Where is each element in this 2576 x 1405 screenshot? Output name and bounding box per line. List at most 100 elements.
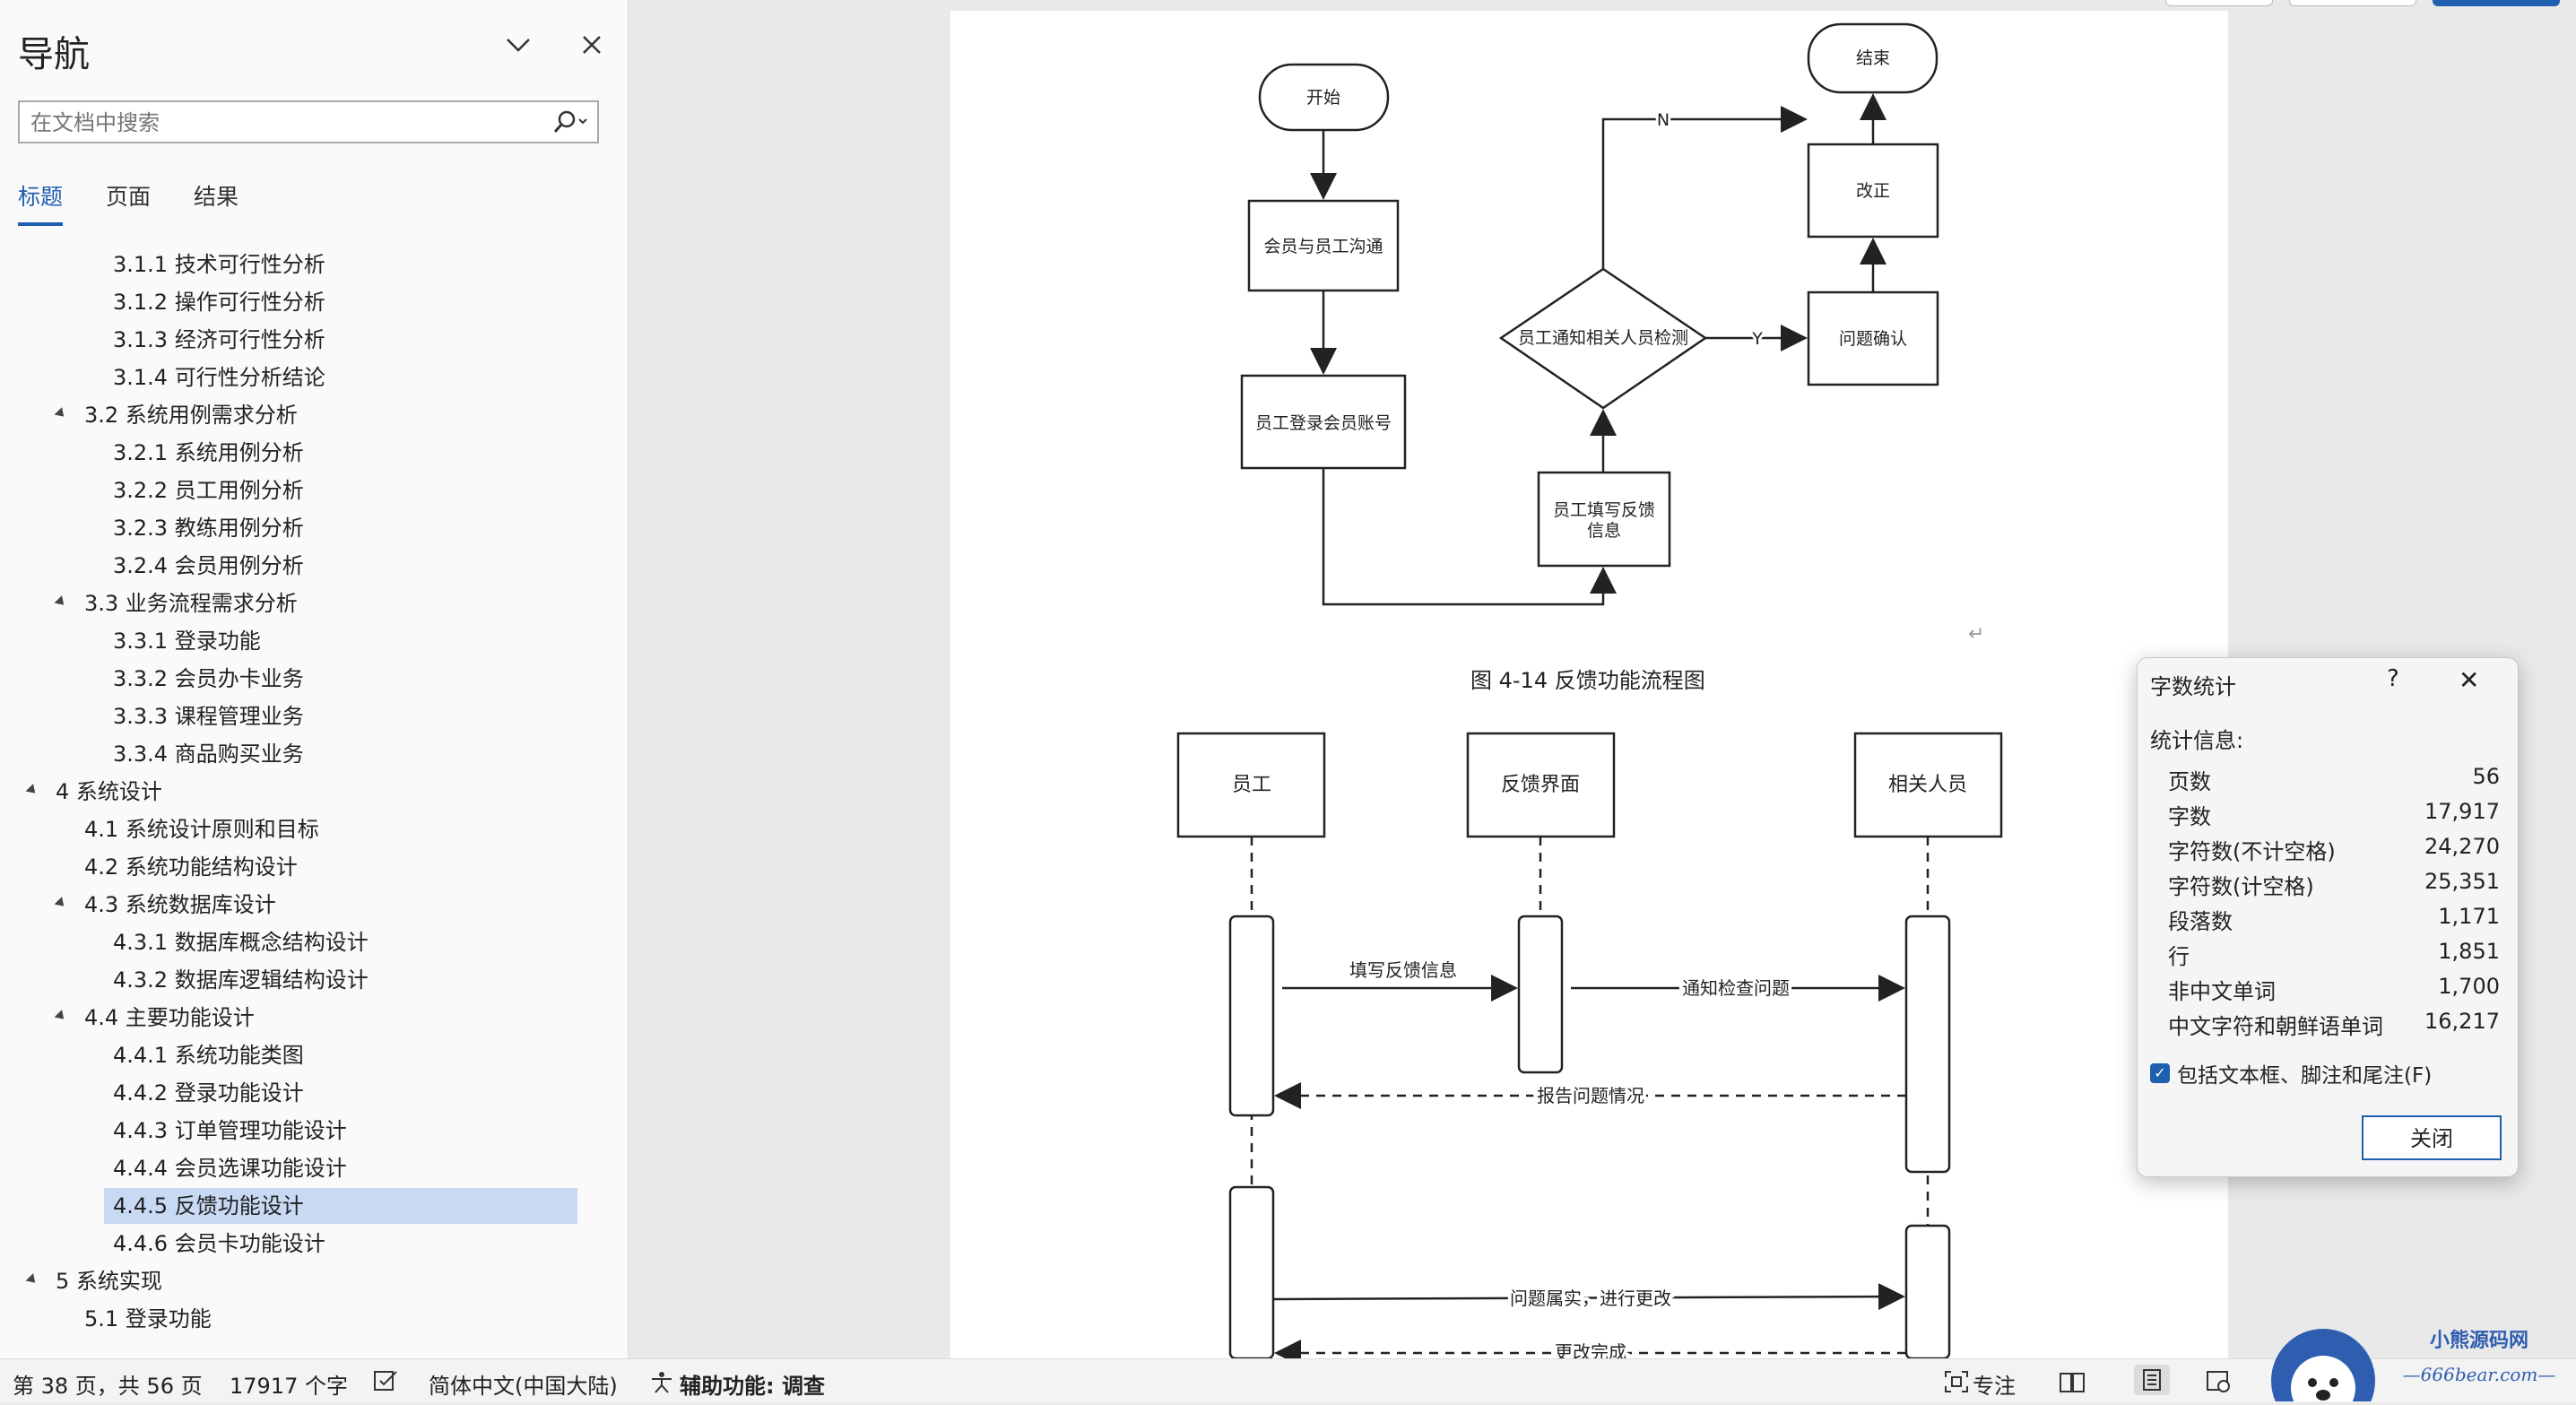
proofing-icon[interactable]: [373, 1370, 398, 1399]
outline-item[interactable]: 3.2.4 会员用例分析: [0, 548, 610, 584]
outline-item[interactable]: 4 系统设计: [0, 774, 610, 810]
read-mode-icon[interactable]: [2059, 1370, 2086, 1399]
expand-collapse-icon[interactable]: [54, 407, 68, 421]
outline-item[interactable]: 3.1.2 操作可行性分析: [0, 284, 610, 320]
outline-item[interactable]: 3.1.1 技术可行性分析: [0, 247, 610, 282]
outline-item[interactable]: 4.3.2 数据库逻辑结构设计: [0, 962, 610, 998]
outline-item[interactable]: 3.2 系统用例需求分析: [0, 397, 610, 433]
outline-item[interactable]: 3.2.1 系统用例分析: [0, 435, 610, 471]
flow-confirm-label: 问题确认: [1839, 329, 1907, 349]
seq-msg-notify: 通知检查问题: [1682, 977, 1790, 999]
close-icon[interactable]: ✕: [2459, 665, 2480, 695]
toolbar-button-partial[interactable]: [2289, 0, 2416, 6]
stat-row: 字符数(不计空格)24,270: [2168, 834, 2500, 869]
outline-item[interactable]: 5 系统实现: [0, 1263, 610, 1299]
document-search[interactable]: [18, 100, 599, 143]
nav-close-icon[interactable]: [576, 29, 608, 61]
expand-collapse-icon[interactable]: [54, 897, 68, 910]
outline-item[interactable]: 4.3.1 数据库概念结构设计: [0, 924, 610, 960]
outline-item[interactable]: 5.1 登录功能: [0, 1301, 610, 1337]
outline-item[interactable]: 3.2.3 教练用例分析: [0, 510, 610, 546]
flow-label-n: N: [1657, 110, 1670, 130]
outline-item-label: 4.3 系统数据库设计: [84, 892, 276, 917]
outline-item[interactable]: 3.2.2 员工用例分析: [0, 473, 610, 508]
outline-item-label: 4.3.2 数据库逻辑结构设计: [113, 967, 369, 993]
flow-decision-label: 员工通知相关人员检测: [1518, 328, 1688, 348]
seq-activation: [1904, 1224, 1951, 1358]
stat-label: 字符数(计空格): [2168, 874, 2314, 899]
accessibility-icon[interactable]: [649, 1370, 674, 1399]
include-textboxes-checkbox[interactable]: ✓ 包括文本框、脚注和尾注(F): [2150, 1058, 2432, 1088]
print-layout-icon[interactable]: [2134, 1365, 2170, 1395]
search-icon[interactable]: [552, 109, 588, 138]
figure-caption: 图 4-14 反馈功能流程图: [1470, 668, 1705, 693]
flow-label-y: Y: [1751, 329, 1763, 349]
stat-label: 行: [2168, 944, 2190, 969]
outline-item-label: 4 系统设计: [56, 779, 162, 804]
language-indicator[interactable]: 简体中文(中国大陆): [429, 1374, 618, 1399]
dialog-title: 字数统计: [2150, 674, 2236, 699]
help-icon[interactable]: ?: [2387, 665, 2399, 692]
status-bar: 第 38 页，共 56 页 17917 个字 简体中文(中国大陆) 辅助功能: …: [0, 1358, 2576, 1402]
focus-icon[interactable]: [1944, 1370, 1969, 1399]
close-button[interactable]: 关闭: [2362, 1115, 2502, 1160]
outline-item[interactable]: 3.3.3 课程管理业务: [0, 698, 610, 734]
toolbar-button-primary-partial[interactable]: [2433, 0, 2560, 6]
flow-decision: [1498, 267, 1708, 410]
document-diagrams: 开始 结束 会员与员工沟通 员工登录会员账号 员工填写反馈 信息 员工通知相关人…: [1176, 22, 2003, 1358]
search-input[interactable]: [29, 108, 552, 138]
outline-item[interactable]: 4.4.6 会员卡功能设计: [0, 1226, 610, 1262]
stat-value: 17,917: [2424, 799, 2500, 824]
expand-collapse-icon[interactable]: [54, 595, 68, 609]
flow-step-confirm: [1807, 291, 1939, 386]
flow-step-fill-label-2: 信息: [1587, 521, 1621, 541]
tab-pages[interactable]: 页面: [106, 184, 152, 210]
outline-item-label: 3.3 业务流程需求分析: [84, 591, 298, 616]
outline-item-label: 4.4.1 系统功能类图: [113, 1043, 304, 1068]
outline-item-label: 3.1.4 可行性分析结论: [113, 365, 325, 390]
outline-item-label: 3.1.3 经济可行性分析: [113, 327, 325, 352]
outline-item[interactable]: 4.4.2 登录功能设计: [0, 1075, 610, 1111]
stat-value: 16,217: [2424, 1009, 2500, 1034]
outline-item[interactable]: 4.4.1 系统功能类图: [0, 1037, 610, 1073]
stat-label: 段落数: [2168, 909, 2233, 934]
seq-actor-employee-label: 员工: [1232, 774, 1271, 796]
tab-results[interactable]: 结果: [194, 184, 239, 210]
web-layout-icon[interactable]: [2206, 1370, 2233, 1399]
outline-item[interactable]: 3.3 业务流程需求分析: [0, 585, 610, 621]
page-count[interactable]: 第 38 页，共 56 页: [13, 1374, 203, 1399]
outline-item[interactable]: 3.3.1 登录功能: [0, 623, 610, 659]
outline-item[interactable]: 4.4.4 会员选课功能设计: [0, 1150, 610, 1186]
tab-headings[interactable]: 标题: [18, 179, 64, 226]
outline-item[interactable]: 4.4 主要功能设计: [0, 1000, 610, 1036]
word-count[interactable]: 17917 个字: [230, 1374, 348, 1399]
seq-actor-employee: [1176, 732, 1326, 838]
focus-mode-label[interactable]: 专注: [1973, 1374, 2016, 1399]
outline-item[interactable]: 3.1.3 经济可行性分析: [0, 322, 610, 358]
outline-item[interactable]: 3.3.4 商品购买业务: [0, 736, 610, 772]
outline-item[interactable]: 4.4.3 订单管理功能设计: [0, 1113, 610, 1149]
accessibility-status[interactable]: 辅助功能: 调查: [680, 1374, 825, 1399]
outline-item[interactable]: 4.2 系统功能结构设计: [0, 849, 610, 885]
expand-collapse-icon[interactable]: [25, 1273, 39, 1287]
seq-activation: [1228, 1185, 1275, 1358]
outline-item-label: 3.2.3 教练用例分析: [113, 516, 304, 541]
outline-item[interactable]: 3.3.2 会员办卡业务: [0, 661, 610, 697]
outline-item[interactable]: 4.1 系统设计原则和目标: [0, 811, 610, 847]
outline-item[interactable]: 3.1.4 可行性分析结论: [0, 360, 610, 395]
outline-item-label: 4.4 主要功能设计: [84, 1005, 255, 1030]
nav-options-chevron-icon[interactable]: [502, 29, 534, 61]
expand-collapse-icon[interactable]: [25, 784, 39, 797]
flow-step-fill-label-1: 员工填写反馈: [1553, 500, 1655, 520]
flow-fix-label: 改正: [1856, 181, 1890, 201]
outline-item[interactable]: 4.3 系统数据库设计: [0, 887, 610, 923]
outline-item-label: 3.3.3 课程管理业务: [113, 704, 304, 729]
checkbox-checked-icon[interactable]: ✓: [2150, 1063, 2170, 1083]
outline-item-label: 4.2 系统功能结构设计: [84, 854, 298, 880]
expand-collapse-icon[interactable]: [54, 1010, 68, 1023]
outline-item[interactable]: 4.4.5 反馈功能设计: [104, 1188, 577, 1224]
toolbar-button-partial[interactable]: [2165, 0, 2273, 6]
